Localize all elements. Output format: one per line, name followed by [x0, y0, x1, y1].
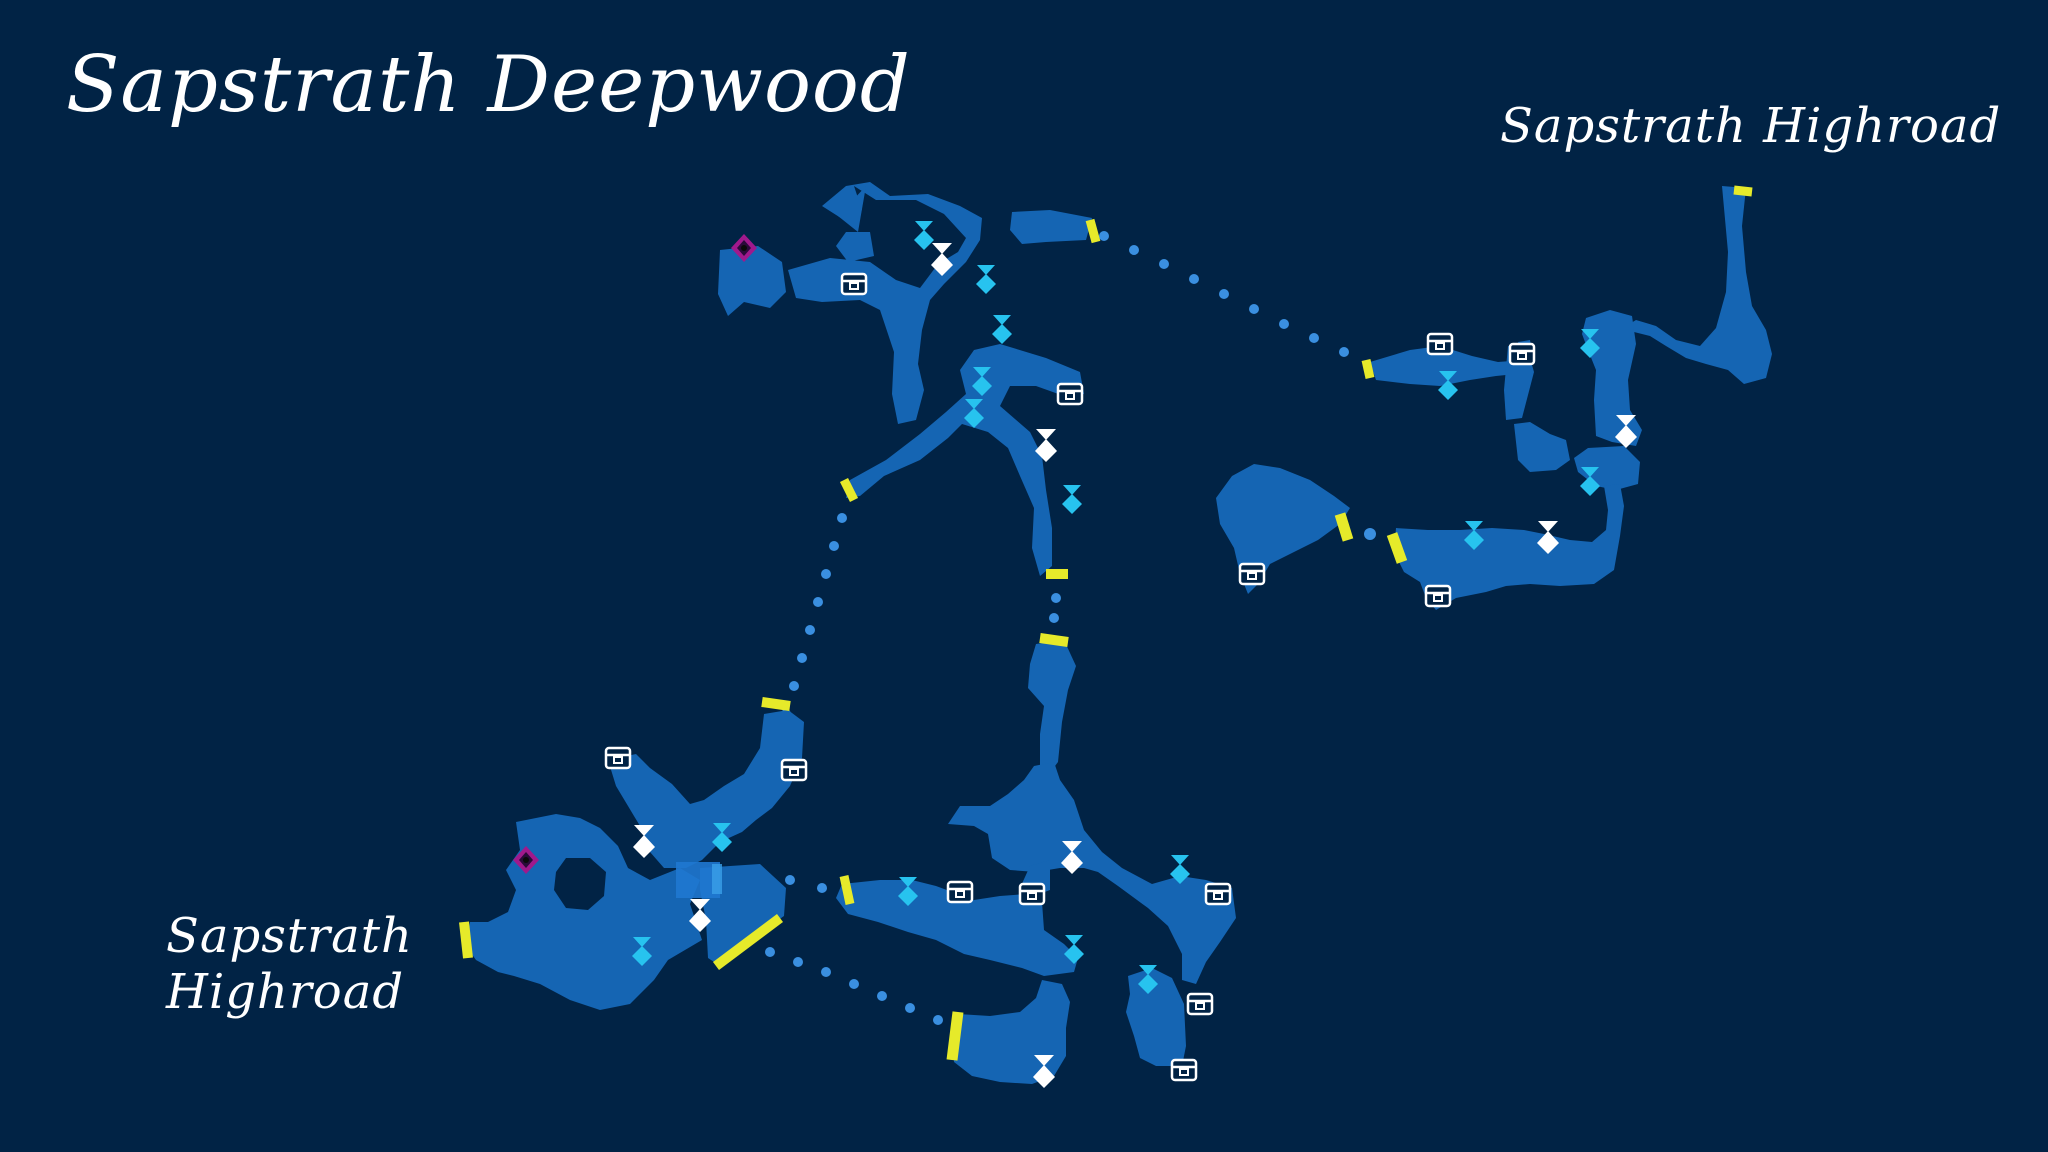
treasure-chest-icon[interactable]: [1170, 1058, 1198, 1082]
exit-label-southwest-line-2: Highroad: [166, 964, 405, 1020]
exit-marker-east-west: [1334, 512, 1354, 542]
path-top-to-east: [1099, 231, 1349, 357]
area-north: [718, 182, 1092, 576]
treasure-chest-icon[interactable]: [1426, 332, 1454, 356]
treasure-chest-icon[interactable]: [1238, 562, 1266, 586]
exit-marker-highroad-southwest: [459, 921, 473, 959]
path-southwest-to-south: [765, 947, 943, 1025]
cyan-item-marker-icon[interactable]: [914, 221, 934, 250]
map-areas: [466, 182, 1772, 1084]
exit-marker-highroad-northeast: [1733, 185, 1753, 197]
cyan-item-marker-icon[interactable]: [992, 315, 1012, 344]
treasure-chest-icon[interactable]: [604, 746, 632, 770]
path-east-gap: [1364, 528, 1376, 540]
path-north-to-west: [781, 513, 847, 719]
treasure-chest-icon[interactable]: [1186, 992, 1214, 1016]
treasure-chest-icon[interactable]: [1508, 342, 1536, 366]
treasure-chest-icon[interactable]: [840, 272, 868, 296]
exit-marker-east-top: [1361, 359, 1375, 379]
map-title: Sapstrath Deepwood: [66, 40, 911, 130]
treasure-chest-icon[interactable]: [1018, 882, 1046, 906]
exit-marker-north-west: [839, 477, 859, 503]
treasure-chest-icon[interactable]: [1424, 584, 1452, 608]
exit-marker-east-band: [1386, 532, 1408, 564]
exit-label-northeast: Sapstrath Highroad: [1500, 98, 2002, 154]
zone-exits: [459, 185, 1753, 1061]
exit-marker-west-top: [761, 697, 791, 711]
cyan-item-marker-icon[interactable]: [976, 265, 996, 294]
treasure-chest-icon[interactable]: [780, 758, 808, 782]
area-east: [1216, 186, 1772, 610]
exit-marker-center-mid: [1039, 633, 1069, 647]
treasure-chest-icon[interactable]: [1056, 382, 1084, 406]
exit-marker-top: [1085, 218, 1101, 244]
exit-label-southwest: Sapstrath Highroad: [166, 908, 413, 1020]
exit-marker-southwest-band: [713, 914, 783, 970]
exit-label-southwest-line-1: Sapstrath: [166, 908, 413, 964]
exit-marker-south-room: [946, 1011, 964, 1061]
treasure-chest-icon[interactable]: [946, 880, 974, 904]
treasure-chest-icon[interactable]: [1204, 882, 1232, 906]
exit-marker-south-band: [839, 875, 855, 905]
path-center-vertical: [1049, 593, 1061, 623]
cyan-item-marker-icon[interactable]: [1062, 485, 1082, 514]
